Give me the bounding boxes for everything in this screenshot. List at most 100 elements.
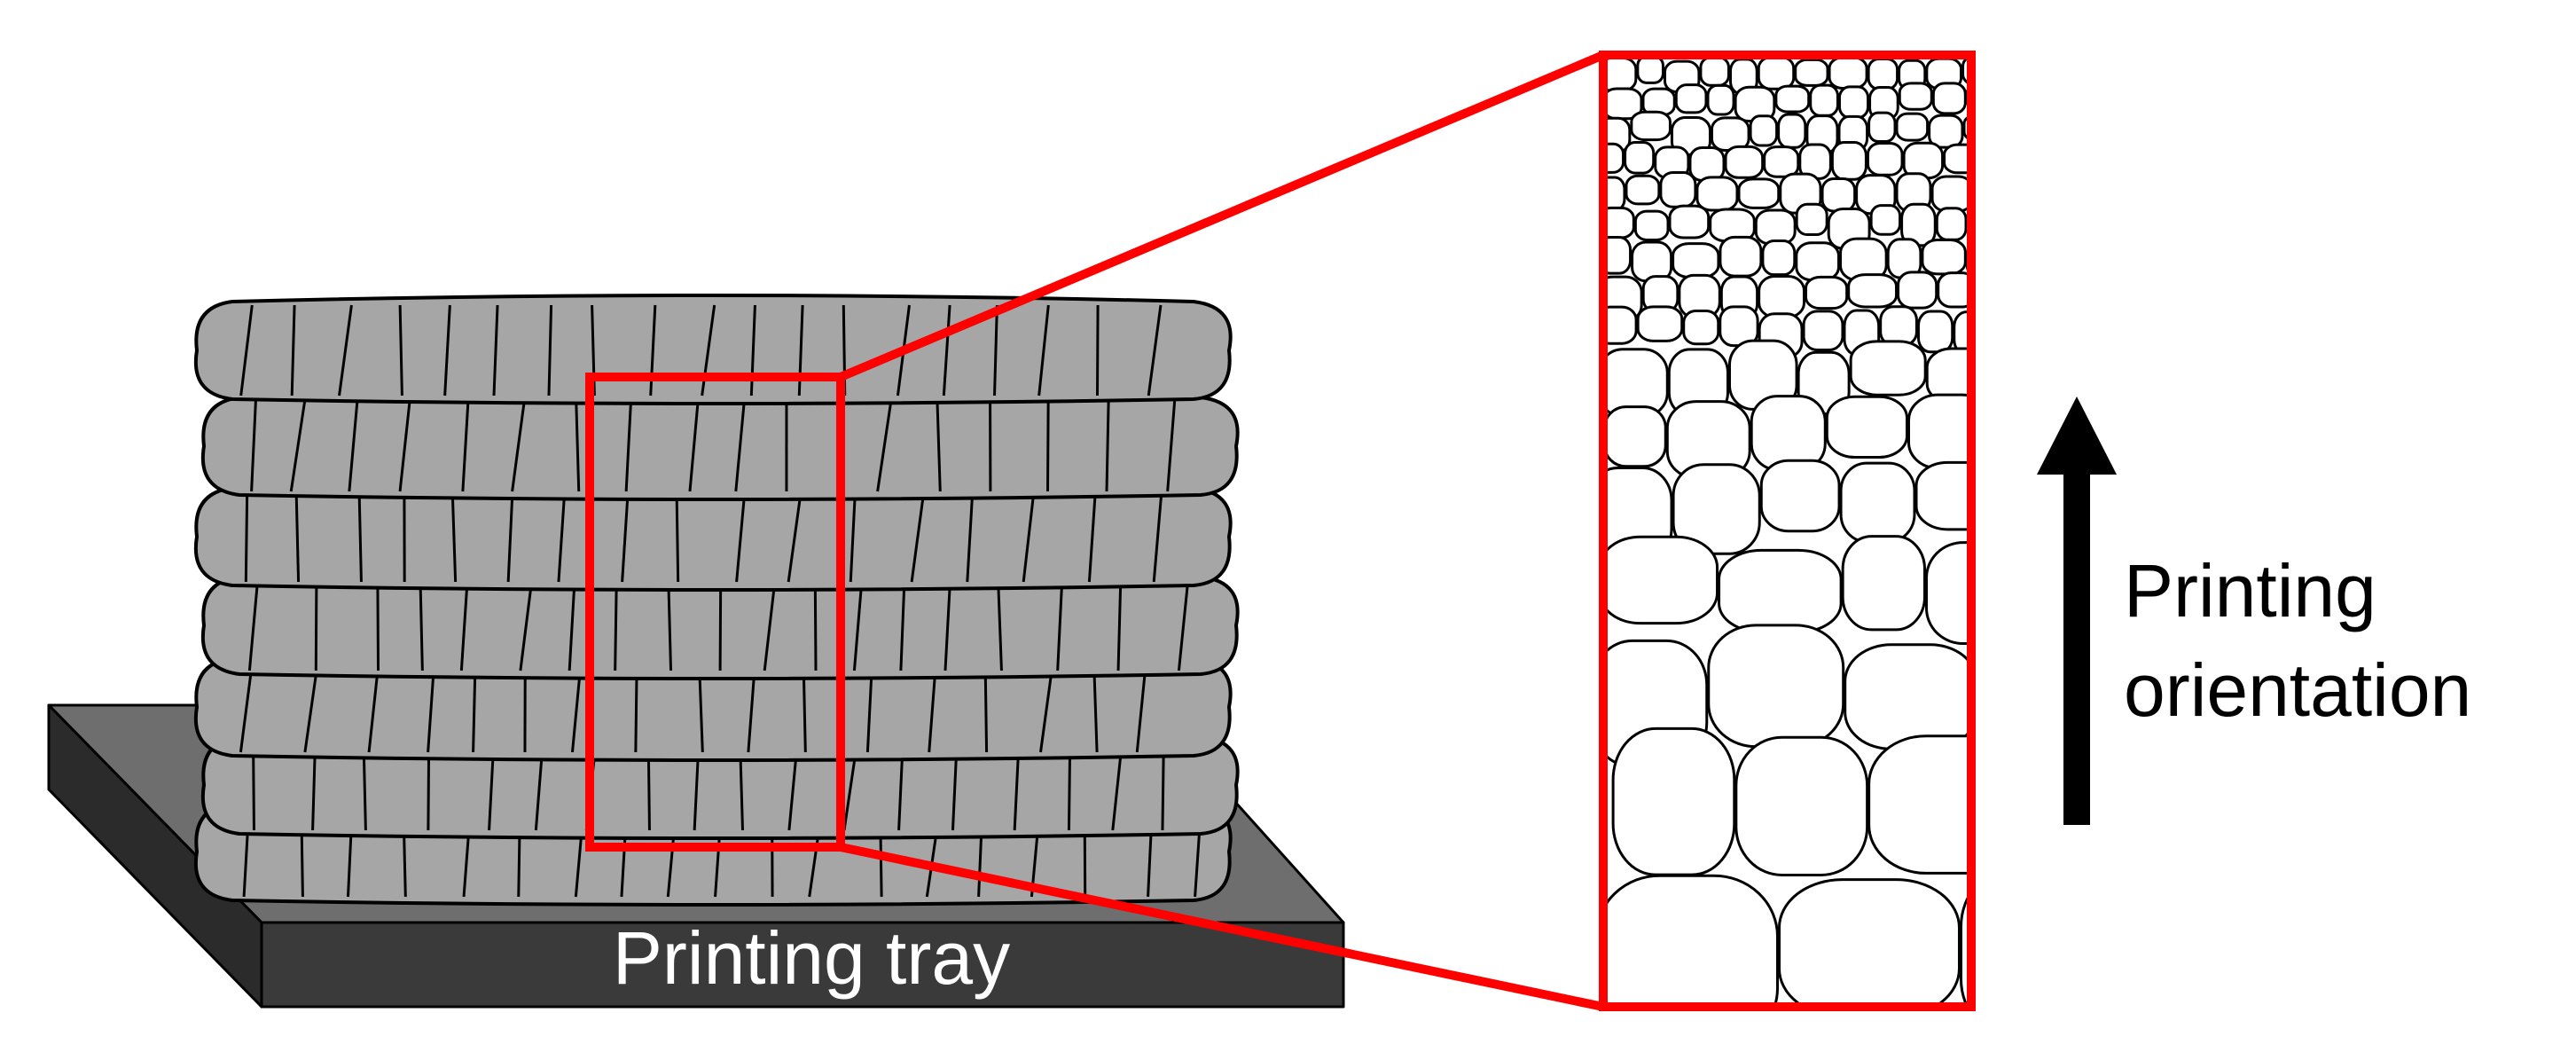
grain	[1719, 235, 1763, 278]
grain-boundary	[443, 304, 451, 397]
grain-boundary	[338, 304, 353, 397]
grain	[1820, 177, 1857, 213]
grain	[1867, 734, 1971, 875]
grain	[1937, 271, 1971, 309]
grain-boundary	[688, 400, 700, 492]
orientation-arrow	[2037, 397, 2117, 825]
grain	[1849, 340, 1927, 397]
grain	[1977, 272, 2010, 305]
grain	[1633, 209, 1670, 241]
grain	[1795, 241, 1841, 282]
grain-boundary	[763, 579, 777, 671]
grain	[1841, 535, 1927, 632]
grain-boundary	[289, 400, 307, 492]
grain-boundary	[294, 491, 301, 583]
grain	[1907, 393, 1971, 470]
grain-boundary	[1105, 400, 1110, 492]
grain-boundary	[787, 491, 803, 583]
grain-boundary	[943, 579, 952, 671]
grain	[1674, 83, 1708, 114]
grain	[1603, 535, 1719, 625]
grain	[1794, 58, 1829, 87]
grain-boundary	[239, 661, 254, 753]
grain-boundary	[357, 491, 363, 583]
grain-boundary	[734, 400, 746, 492]
printing-orientation-line2: orientation	[2124, 648, 2472, 732]
grain-boundary	[997, 579, 1003, 671]
grain	[1925, 541, 1971, 646]
grain-boundary	[1116, 579, 1123, 671]
grain	[1757, 55, 1796, 90]
grain-boundary	[398, 304, 403, 397]
grain-boundary	[1087, 491, 1097, 583]
grain-boundary	[450, 491, 458, 583]
zoom-line-top	[839, 51, 1605, 381]
grain	[1707, 624, 1845, 749]
grain-boundary	[614, 579, 618, 671]
grain	[1830, 141, 1867, 181]
grain	[1763, 145, 1800, 178]
grain	[1879, 305, 1918, 347]
grain-boundary	[1152, 491, 1163, 583]
grain	[1761, 239, 1797, 277]
grain-boundary	[419, 579, 424, 671]
grain-boundary	[1166, 400, 1177, 492]
grain	[1603, 305, 1638, 345]
grain	[1897, 271, 1938, 310]
grain	[1706, 83, 1735, 116]
grain-boundary	[813, 579, 818, 671]
grain	[1672, 242, 1720, 279]
grain	[1804, 275, 1849, 310]
grain-boundary	[239, 304, 254, 397]
grain	[1931, 82, 1967, 115]
grain	[1636, 305, 1684, 342]
grain-boundary	[492, 304, 499, 397]
grain-boundary	[247, 579, 260, 671]
grain	[1603, 235, 1633, 275]
grain	[2129, 879, 2300, 1019]
grain	[1774, 84, 1811, 114]
grain	[1624, 141, 1656, 175]
grain-boundary	[735, 491, 747, 583]
zoom-connectors	[839, 51, 1605, 1011]
grain	[1668, 204, 1711, 239]
microstructure-inset-frame	[1599, 51, 1976, 1011]
grain	[1754, 208, 1797, 246]
grain	[1625, 174, 1661, 206]
grain-boundary	[675, 491, 680, 583]
arrow-head	[2037, 397, 2117, 475]
printing-orientation-line1: Printing	[2124, 549, 2376, 632]
arrow-shaft	[2063, 466, 2090, 825]
grain-boundary	[575, 400, 581, 492]
grain-boundary	[519, 579, 534, 671]
grain	[1998, 343, 2071, 393]
grain-boundary	[852, 579, 864, 671]
grain	[1630, 110, 1672, 142]
grain	[1749, 114, 1779, 147]
grain	[1847, 273, 1899, 309]
grain-boundary	[250, 400, 257, 492]
grain-boundary	[459, 579, 469, 671]
grain	[1699, 56, 1730, 87]
grain	[1866, 141, 1904, 177]
grain-boundary	[348, 400, 359, 492]
grain	[1802, 310, 1844, 351]
printing-tray-label: Printing tray	[612, 916, 1011, 1000]
grain-boundary	[624, 400, 632, 492]
grain	[1930, 175, 1971, 213]
grain	[1825, 395, 1908, 459]
grain	[1974, 173, 2007, 208]
grain	[1895, 112, 1930, 142]
printing-orientation-label: Printing orientation	[2124, 541, 2471, 740]
grain	[1837, 85, 1870, 120]
grain	[2034, 736, 2154, 852]
grain	[1758, 275, 1805, 318]
grain	[1659, 171, 1697, 208]
tray-front-face	[260, 921, 1345, 1009]
grain-boundary	[290, 304, 296, 397]
grain-boundary	[849, 491, 857, 583]
grain	[1724, 145, 1765, 179]
grain-boundary	[966, 491, 975, 583]
grain	[2002, 239, 2047, 269]
grain	[1759, 459, 1841, 533]
